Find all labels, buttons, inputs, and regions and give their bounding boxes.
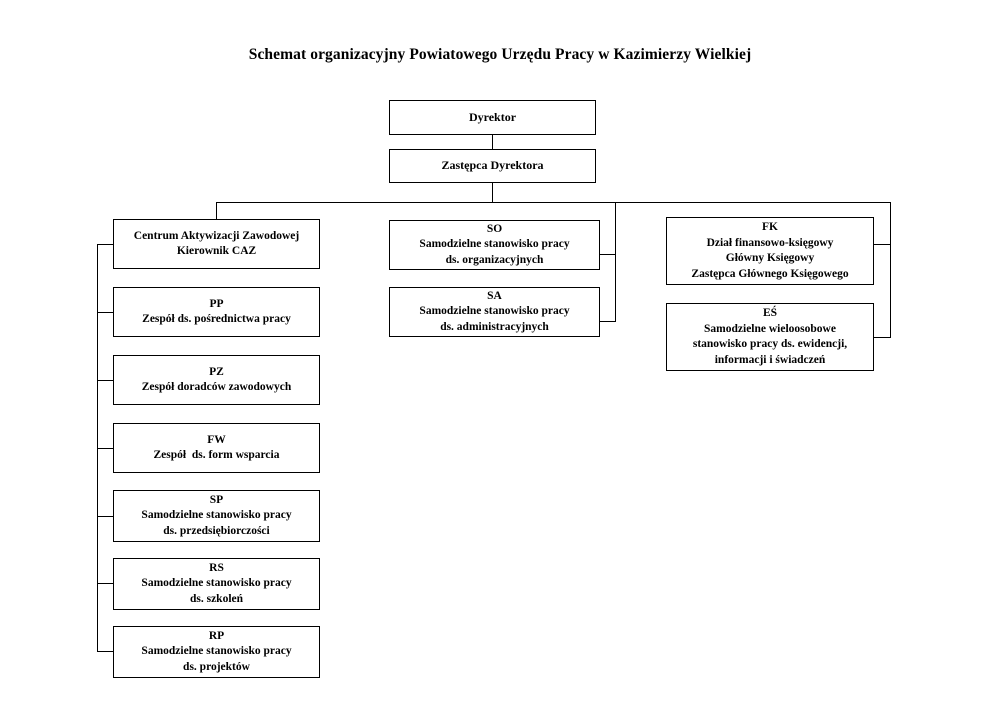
connector-main-bus [216,202,891,203]
node-pp-line2: Zespół ds. pośrednictwa pracy [142,313,291,325]
node-es-line4: informacji i świadczeń [714,353,826,366]
node-sp-line3: ds. przedsiębiorczości [163,524,270,537]
node-rs-line2: Samodzielne stanowisko pracy [141,577,292,590]
node-zastepca-dyrektora[interactable]: Zastępca Dyrektora [389,149,596,183]
node-sa-line2: Samodzielne stanowisko pracy [419,305,570,318]
node-rs-line1: RS [209,561,224,574]
connector-dyrektor-zastepca [492,134,493,150]
connector-bus-to-caz [216,202,217,220]
node-caz[interactable]: Centrum Aktywizacji Zawodowej Kierownik … [113,219,320,269]
node-fk-line1: FK [762,221,778,233]
node-rp-line3: ds. projektów [183,660,250,673]
node-rs[interactable]: RS Samodzielne stanowisko pracy ds. szko… [113,558,320,610]
node-rp[interactable]: RP Samodzielne stanowisko pracy ds. proj… [113,626,320,678]
connector-middle-rail-to-sa [600,321,616,322]
connector-left-rail-to-caz [97,244,114,245]
node-sa-line1: SA [487,289,502,302]
connector-left-rail-to-rp [97,651,114,652]
node-pz[interactable]: PZ Zespół doradców zawodowych [113,355,320,405]
node-caz-line1: Centrum Aktywizacji Zawodowej [133,229,300,242]
node-zastepca-line1: Zastępca Dyrektora [441,158,544,173]
node-so-line1: SO [486,222,503,235]
connector-right-rail-to-fk [874,244,891,245]
node-pz-line2: Zespół doradców zawodowych [141,381,292,393]
node-so-line2: Samodzielne stanowisko pracy [419,238,570,251]
node-sp-line1: SP [209,493,224,506]
node-sa[interactable]: SA Samodzielne stanowisko pracy ds. admi… [389,287,600,337]
node-so-line3: ds. organizacyjnych [445,253,544,266]
connector-middle-rail-to-so [600,254,616,255]
node-fk[interactable]: FK Dział finansowo-księgowy Główny Księg… [666,217,874,285]
node-es-line1: EŚ [762,307,778,319]
connector-left-rail-to-pz [97,380,114,381]
node-caz-line2: Kierownik CAZ [176,245,257,257]
connector-left-rail-to-pp [97,312,114,313]
connector-left-rail-to-sp [97,516,114,517]
node-sa-line3: ds. administracyjnych [440,320,549,333]
node-rs-line3: ds. szkoleń [189,592,244,605]
connector-left-rail-to-rs [97,583,114,584]
node-so[interactable]: SO Samodzielne stanowisko pracy ds. orga… [389,220,600,270]
connector-left-rail [97,244,98,651]
node-fk-line2: Dział finansowo-księgowy [706,236,834,249]
node-dyrektor[interactable]: Dyrektor [389,100,596,135]
connector-left-rail-to-fw [97,448,114,449]
node-rp-line2: Samodzielne stanowisko pracy [141,645,292,658]
node-fw-line2: Zespół ds. form wsparcia [153,449,280,461]
node-pz-line1: PZ [209,365,224,378]
node-es-line2: Samodzielne wieloosobowe [704,322,836,335]
page-title: Schemat organizacyjny Powiatowego Urzędu… [248,46,752,63]
node-sp-line2: Samodzielne stanowisko pracy [141,509,292,522]
node-sp[interactable]: SP Samodzielne stanowisko pracy ds. prze… [113,490,320,542]
connector-bus-to-right-rail [890,202,891,338]
node-fk-line3: Główny Księgowy [725,252,815,264]
node-es[interactable]: EŚ Samodzielne wieloosobowe stanowisko p… [666,303,874,371]
node-es-line3: stanowisko pracy ds. ewidencji, [692,338,848,350]
node-fw[interactable]: FW Zespół ds. form wsparcia [113,423,320,473]
connector-zastepca-stem [492,181,493,203]
connector-right-rail-to-es [874,337,891,338]
node-pp-line1: PP [209,297,224,310]
node-dyrektor-line1: Dyrektor [468,109,517,124]
node-fk-line4: Zastępca Głównego Księgowego [691,267,849,280]
connector-bus-to-middle-rail [615,202,616,322]
node-rp-line1: RP [208,629,225,642]
node-fw-line1: FW [207,433,226,446]
node-pp[interactable]: PP Zespół ds. pośrednictwa pracy [113,287,320,337]
